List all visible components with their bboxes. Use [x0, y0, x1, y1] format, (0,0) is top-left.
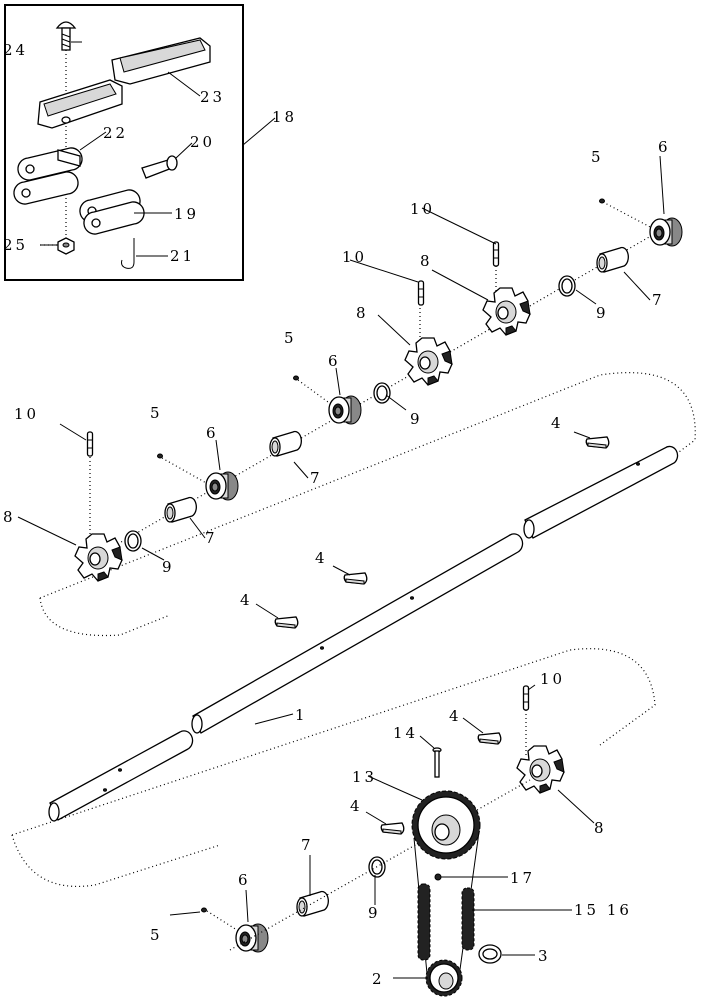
chain-guide-23 — [37, 37, 211, 129]
key-4-c — [274, 616, 299, 629]
drive-shaft-1 — [48, 445, 679, 822]
label-8-a: 8 — [3, 508, 16, 526]
sprocket-8-right — [482, 287, 531, 336]
label-6-c: 6 — [658, 138, 671, 156]
label-4-b: 4 — [315, 549, 328, 567]
nut-25 — [57, 237, 75, 255]
label-7-b: 7 — [205, 529, 218, 547]
bearing-6-left — [205, 471, 239, 501]
set-screw-5-b — [293, 375, 299, 381]
set-screw-5-a — [157, 453, 163, 459]
shaft-group-outline-lower — [11, 648, 656, 887]
chain-link-22 — [13, 147, 83, 205]
label-13: 13 — [352, 768, 377, 786]
label-1: 1 — [295, 706, 308, 724]
sleeve-7-middle — [269, 430, 302, 457]
label-9-c: 9 — [596, 304, 609, 322]
bearing-6-right — [649, 217, 683, 247]
inset-box — [4, 4, 244, 281]
bearing-6-middle — [328, 395, 362, 425]
j-hook-21 — [121, 238, 135, 269]
label-8-d: 8 — [594, 819, 607, 837]
label-4-c: 4 — [240, 591, 253, 609]
label-20: 20 — [190, 133, 215, 151]
label-9-d: 9 — [368, 904, 381, 922]
label-8-c: 8 — [420, 252, 433, 270]
label-7-c: 7 — [652, 291, 665, 309]
label-10-d: 10 — [540, 670, 565, 688]
label-7-d: 7 — [301, 836, 314, 854]
label-10-a: 10 — [14, 405, 39, 423]
label-4-a: 4 — [551, 414, 564, 432]
key-4-a — [585, 436, 610, 449]
drive-sprocket-13 — [411, 790, 481, 860]
label-5-d: 5 — [150, 926, 163, 944]
label-21: 21 — [170, 247, 195, 265]
chain-link-19 — [79, 189, 145, 235]
label-5-a: 5 — [150, 404, 163, 422]
label-9-b: 9 — [410, 410, 423, 428]
bolt-24 — [55, 21, 77, 51]
label-2: 2 — [372, 970, 385, 988]
label-4-d: 4 — [449, 707, 462, 725]
washer-9-right — [558, 275, 576, 297]
label-8-b: 8 — [356, 304, 369, 322]
label-24: 24 — [3, 41, 28, 59]
key-4-b — [343, 572, 368, 585]
label-25: 25 — [3, 236, 28, 254]
label-5-c: 5 — [591, 148, 604, 166]
label-14: 14 — [393, 724, 418, 742]
sprocket-8-left — [74, 533, 123, 582]
label-5-b: 5 — [284, 329, 297, 347]
washer-3 — [478, 944, 502, 964]
roll-pin-10-middle — [417, 280, 425, 306]
label-18: 18 — [272, 108, 297, 126]
label-15-16: 15 16 — [574, 901, 632, 919]
set-screw-5-d — [201, 907, 207, 913]
label-9-a: 9 — [162, 558, 175, 576]
link-pin-20 — [141, 155, 178, 179]
sleeve-7-left — [164, 496, 197, 523]
label-10-b: 10 — [342, 248, 367, 266]
sleeve-7-lower — [296, 890, 329, 917]
bearing-6-lower — [235, 923, 269, 953]
bolt-14 — [432, 747, 442, 778]
label-10-c: 10 — [410, 200, 435, 218]
label-17: 17 — [510, 869, 535, 887]
washer-9-left — [124, 530, 142, 552]
washer-9-middle — [373, 382, 391, 404]
label-6-b: 6 — [328, 352, 341, 370]
label-6-a: 6 — [206, 424, 219, 442]
sprocket-8-lower — [516, 745, 565, 794]
label-23: 23 — [200, 88, 225, 106]
label-3: 3 — [538, 947, 551, 965]
label-4-e: 4 — [350, 797, 363, 815]
small-sprocket-2 — [425, 959, 463, 997]
label-7-a: 7 — [310, 469, 323, 487]
key-4-e — [380, 822, 405, 835]
label-22: 22 — [103, 124, 128, 142]
roll-pin-10-right — [492, 241, 500, 267]
roll-pin-10-left — [86, 431, 94, 457]
drive-chain-15-16 — [413, 831, 480, 985]
shaft-group-outline-upper — [39, 372, 696, 637]
sprocket-8-middle — [404, 337, 453, 386]
set-screw-5-c — [599, 198, 605, 204]
link-17 — [434, 873, 442, 881]
key-4-d — [477, 732, 502, 745]
label-19: 19 — [174, 205, 199, 223]
label-6-d: 6 — [238, 871, 251, 889]
sleeve-7-right — [596, 246, 629, 273]
